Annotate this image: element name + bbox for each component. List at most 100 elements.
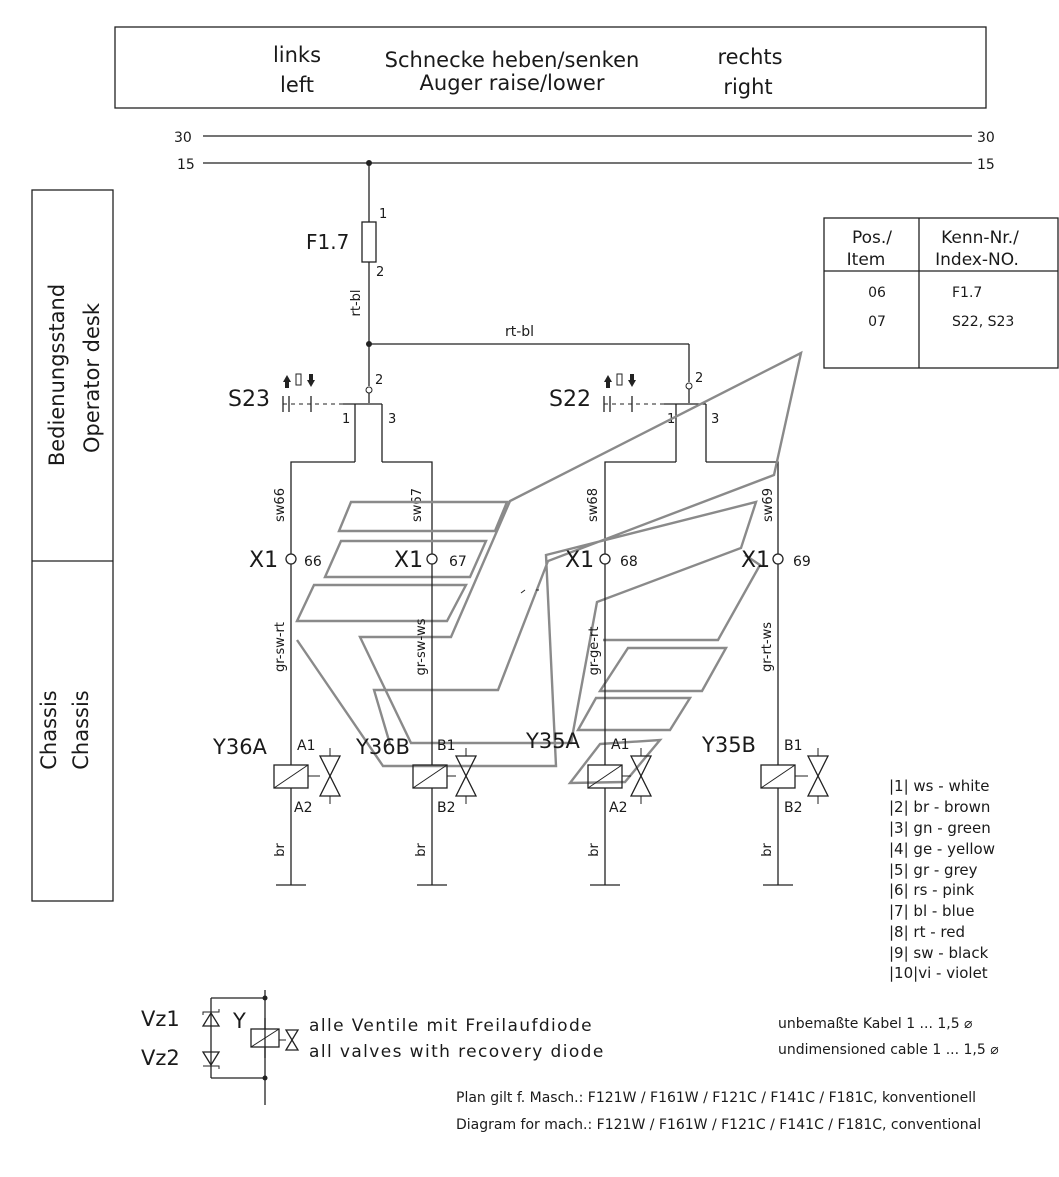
switch-wiring: sw66 sw67 sw68 sw69 [273,461,779,554]
parts-header-index: Index-NO. [935,250,1019,270]
connector-67-pin: 67 [449,554,467,570]
valve-y36a: Y36A A1 A2 br [212,735,342,886]
valve-y36a-label: Y36A [212,735,268,759]
vz1-label: Vz1 [141,1007,180,1031]
wire-gr-ge-rt: gr-ge-rt [587,627,602,676]
parts-row-1-index: F1.7 [952,285,982,301]
wire-sw68: sw68 [586,488,601,522]
rail-15-right-label: 15 [977,157,995,173]
legend-7: |7| bl - blue [889,902,974,920]
section-operator-de: Bedienungsstand [45,284,69,466]
valve-y36b-ground-wire: br [414,843,429,857]
connector-67-label: X1 [394,548,423,573]
notes: unbemaßte Kabel 1 ... 1,5 ⌀ undimensione… [456,1016,999,1133]
fuse-pin-2: 2 [376,265,384,280]
valve-note-de: alle Ventile mit Freilaufdiode [309,1016,593,1036]
legend-10: |10|vi - violet [889,964,988,982]
connector-x1-69 [772,553,784,565]
legend-5: |5| gr - grey [889,861,978,879]
valve-y35b-ground-wire: br [760,843,775,857]
connector-66-pin: 66 [304,554,322,570]
wire-gr-sw-ws: gr-sw-ws [414,618,429,675]
valve-y36b-t2: B2 [437,800,456,816]
section-chassis-en: Chassis [69,690,93,770]
zener-vz2-icon [201,1051,221,1067]
header-right-de: rechts [717,45,782,69]
valve-y36a-ground-wire: br [273,843,288,857]
connector-69-pin: 69 [793,554,811,570]
vz2-label: Vz2 [141,1046,180,1070]
valve-y36a-t2: A2 [294,800,312,816]
header-left-de: links [273,43,321,67]
valve-y35a-ground-wire: br [587,843,602,857]
valve-y35a: Y35A A1 A2 br [525,729,653,886]
switch-s23-label: S23 [228,387,270,412]
header-title-de: Schnecke heben/senken [385,48,640,72]
machine-note-en: Diagram for mach.: F121W / F161W / F121C… [456,1117,981,1133]
valve-y36b: Y36B B1 B2 br [355,735,478,886]
section-chassis-de: Chassis [37,690,61,770]
valve-note-en: all valves with recovery diode [309,1042,605,1062]
wire-sw69: sw69 [761,488,776,522]
rail-30-left-label: 30 [174,130,192,146]
watermark-logo [295,350,803,785]
y-label: Y [232,1009,246,1033]
connector-x1-68 [599,553,611,565]
valve-y35b-label: Y35B [701,733,756,757]
connector-x1-66 [285,553,297,565]
parts-header-kenn: Kenn-Nr./ [941,228,1019,248]
connector-x1-67 [426,553,438,565]
fuse-wire-label: rt-bl [349,290,364,317]
valve-y36b-t1: B1 [437,738,456,754]
fuse-f1-7: F1.7 1 2 rt-bl rt-bl [306,160,690,386]
section-boxes: Bedienungsstand Operator desk Chassis Ch… [31,189,114,902]
machine-note-de: Plan gilt f. Masch.: F121W / F161W / F12… [456,1090,976,1106]
color-legend: |1| ws - white |2| br - brown |3| gn - g… [889,777,995,982]
parts-header-item: Item [847,250,886,270]
valve-y36b-label: Y36B [355,735,410,759]
switch-s23-pin-1: 1 [342,412,350,427]
parts-row-1-pos: 06 [868,285,886,301]
fuse-label: F1.7 [306,230,349,254]
legend-2: |2| br - brown [889,798,990,816]
legend-8: |8| rt - red [889,923,965,941]
feed-wire-label: rt-bl [505,324,534,340]
rail-15-left-label: 15 [177,157,195,173]
cable-note-en: undimensioned cable 1 ... 1,5 ⌀ [778,1042,999,1058]
parts-header-pos: Pos./ [852,228,892,248]
valve-y35b-t2: B2 [784,800,803,816]
legend-4: |4| ge - yellow [889,840,995,858]
connectors: X1 66 X1 67 X1 68 X1 69 [249,548,811,573]
switch-s22: S22 1 2 3 [549,371,719,462]
header-left-en: left [280,73,314,97]
valve-y36a-t1: A1 [297,738,315,754]
valve-y35b: Y35B B1 B2 br [701,733,830,886]
valve-y35a-t1: A1 [611,737,629,753]
header-box: links left Schnecke heben/senken Auger r… [114,26,987,109]
switch-s23: S23 1 2 3 [228,373,396,462]
parts-row-2-index: S22, S23 [952,314,1014,330]
parts-table: Pos./ Item Kenn-Nr./ Index-NO. 06 F1.7 0… [823,217,1059,369]
supply-rails: 30 30 15 15 [174,130,995,173]
switch-s22-pin-3: 3 [711,412,719,427]
valve-y35b-t1: B1 [784,738,803,754]
fuse-pin-1: 1 [379,207,387,222]
switch-s23-pin-3: 3 [388,412,396,427]
connector-68-label: X1 [565,548,594,573]
legend-3: |3| gn - green [889,819,991,837]
valve-y35a-label: Y35A [525,729,581,753]
wire-gr-sw-rt: gr-sw-rt [273,622,288,672]
cable-note-de: unbemaßte Kabel 1 ... 1,5 ⌀ [778,1016,973,1032]
valve-y35a-t2: A2 [609,800,627,816]
switch-s23-pin-2: 2 [375,373,383,388]
wire-sw67: sw67 [410,488,425,522]
rail-30-right-label: 30 [977,130,995,146]
header-title-en: Auger raise/lower [420,71,605,95]
connector-66-label: X1 [249,548,278,573]
switch-s22-label: S22 [549,387,591,412]
valve-supply-wiring: gr-sw-rt gr-sw-ws gr-ge-rt gr-rt-ws [273,564,779,765]
wire-gr-rt-ws: gr-rt-ws [760,622,775,672]
section-operator-en: Operator desk [80,302,104,453]
connector-68-pin: 68 [620,554,638,570]
diode-detail: Vz1 Vz2 Y alle Ventile mit Freilaufdiode… [141,990,605,1105]
